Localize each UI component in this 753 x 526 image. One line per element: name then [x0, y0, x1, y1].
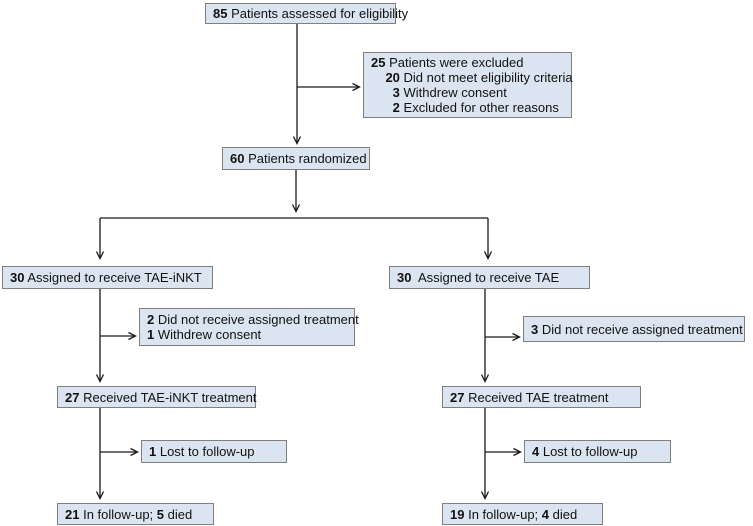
in-followup-tae-box: 19 In follow-up; 4 died	[442, 503, 603, 525]
assessed-for-eligibility-box: 85 Patients assessed for eligibility	[205, 3, 408, 24]
lost-to-followup-tae-box: 4 Lost to follow-up	[524, 440, 671, 463]
received-tae-inkt-box: 27 Received TAE-iNKT treatment	[57, 386, 256, 408]
assigned-tae-box: 30 Assigned to receive TAE	[389, 266, 590, 289]
in-followup-tae-inkt-box: 21 In follow-up; 5 died	[57, 503, 214, 525]
assigned-tae-inkt-box: 30 Assigned to receive TAE-iNKT	[2, 266, 213, 289]
not-received-tae-box: 3 Did not receive assigned treatment	[523, 316, 745, 342]
lost-to-followup-tae-inkt-box: 1 Lost to follow-up	[141, 440, 287, 463]
received-tae-box: 27 Received TAE treatment	[442, 386, 641, 408]
patients-randomized-box: 60 Patients randomized	[222, 147, 370, 170]
patients-excluded-box: 25 Patients were excluded 20 Did not mee…	[363, 52, 573, 118]
